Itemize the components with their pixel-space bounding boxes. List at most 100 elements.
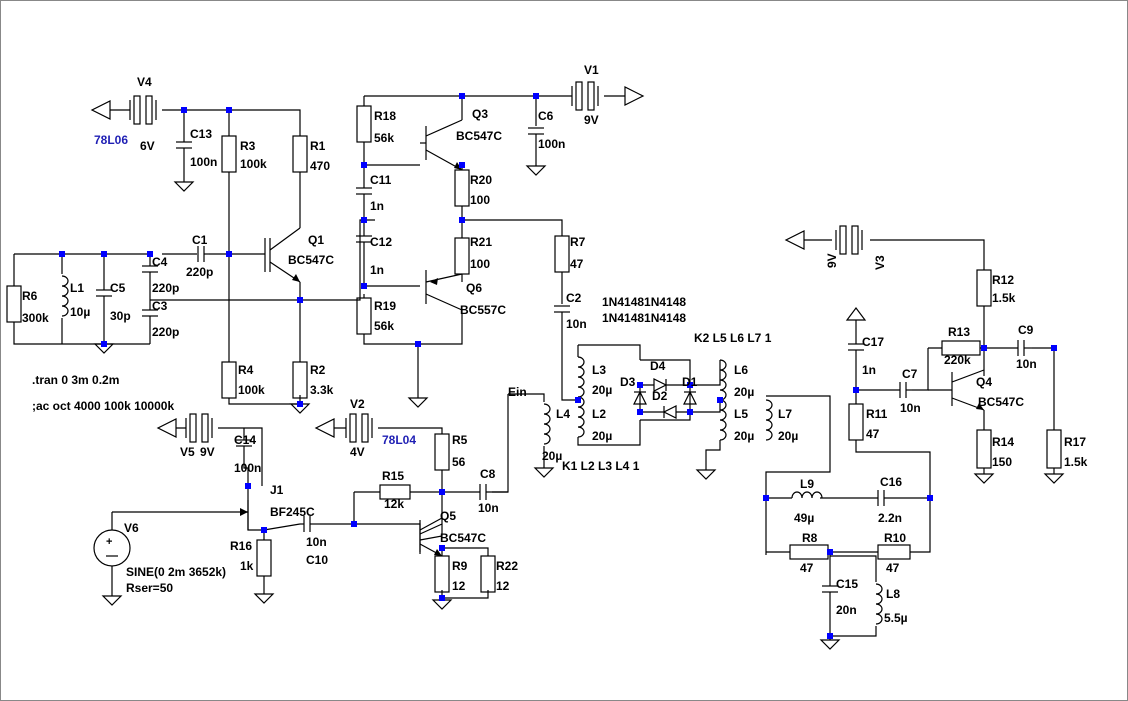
label-c6-value: 100n [538, 137, 565, 151]
label-l8: L8 [886, 587, 900, 601]
label-v2: V2 [350, 397, 365, 411]
label-c11-value: 1n [370, 199, 384, 213]
resistors [6, 105, 1062, 593]
label-c5: C5 [110, 281, 126, 295]
label-l2-value: 20µ [592, 429, 612, 443]
label-r1: R1 [310, 139, 326, 153]
label-c16-value: 2.2n [878, 511, 902, 525]
label-q5-model: BC547C [440, 531, 486, 545]
spice-ac-directive: ;ac oct 4000 100k 10000k [32, 399, 174, 413]
label-r2: R2 [310, 363, 326, 377]
label-j1-model: BF245C [270, 505, 315, 519]
label-r1-value: 470 [310, 159, 330, 173]
label-l4: L4 [556, 407, 570, 421]
label-q3: Q3 [472, 107, 488, 121]
label-r9-value: 12 [452, 579, 466, 593]
label-r21: R21 [470, 235, 492, 249]
label-r2-value: 3.3k [310, 383, 334, 397]
label-l2: L2 [592, 407, 606, 421]
label-j1: J1 [270, 483, 284, 497]
label-q1-model: BC547C [288, 253, 334, 267]
label-r19-value: 56k [374, 319, 394, 333]
label-q6: Q6 [466, 281, 482, 295]
label-v4: V4 [137, 75, 152, 89]
label-c8-value: 10n [478, 501, 499, 515]
label-r22: R22 [496, 559, 518, 573]
label-q4: Q4 [976, 375, 992, 389]
label-r3-value: 100k [240, 157, 267, 171]
label-c12: C12 [370, 235, 392, 249]
label-c9-value: 10n [1016, 357, 1037, 371]
label-v1-value: 9V [584, 113, 599, 127]
label-c1: C1 [192, 233, 208, 247]
junctions [59, 93, 1057, 639]
component-labels: V4 6V 78L06 C13 100n R3 100k R1 470 R18 … [22, 63, 1088, 625]
label-v5-value: 9V [200, 445, 215, 459]
label-d2: D2 [652, 389, 668, 403]
label-r22-value: 12 [496, 579, 510, 593]
label-k1: K1 L2 L3 L4 1 [562, 459, 640, 473]
label-k2: K2 L5 L6 L7 1 [694, 331, 772, 345]
label-r20-value: 100 [470, 193, 490, 207]
label-r6-value: 300k [22, 311, 49, 325]
supply-ports [90, 86, 867, 438]
label-r3: R3 [240, 139, 256, 153]
label-r18: R18 [374, 109, 396, 123]
label-c3-value: 220p [152, 325, 179, 339]
label-l4-value: 20µ [542, 449, 562, 463]
label-sine: SINE(0 2m 3652k) [126, 565, 226, 579]
label-c15: C15 [836, 577, 858, 591]
label-c4: C4 [152, 255, 168, 269]
label-c10-value: 10n [306, 535, 327, 549]
label-r20: R20 [470, 173, 492, 187]
label-q6-model: BC557C [460, 303, 506, 317]
label-c13-value: 100n [190, 155, 217, 169]
label-c15-value: 20n [836, 603, 857, 617]
label-c3: C3 [152, 299, 168, 313]
batteries [129, 81, 863, 443]
label-r5: R5 [452, 433, 468, 447]
label-r10: R10 [884, 531, 906, 545]
label-r12: R12 [992, 273, 1014, 287]
label-l8-value: 5.5µ [884, 611, 908, 625]
label-r19: R19 [374, 299, 396, 313]
label-q1: Q1 [308, 233, 324, 247]
label-l3-value: 20µ [592, 383, 612, 397]
label-v6: V6 [124, 521, 139, 535]
label-r10-value: 47 [886, 561, 900, 575]
label-d4: D4 [650, 359, 666, 373]
label-r18-value: 56k [374, 131, 394, 145]
label-r17-value: 1.5k [1064, 455, 1088, 469]
label-c17: C17 [862, 335, 884, 349]
label-q3-model: BC547C [456, 129, 502, 143]
label-l6-value: 20µ [734, 385, 754, 399]
label-l7: L7 [778, 407, 792, 421]
label-l5: L5 [734, 407, 748, 421]
sine-source-v6: + [93, 529, 131, 567]
label-c16: C16 [880, 475, 902, 489]
label-c2: C2 [566, 291, 582, 305]
label-r4: R4 [238, 363, 254, 377]
label-r4-value: 100k [238, 383, 265, 397]
label-c7-value: 10n [900, 401, 921, 415]
label-c4-value: 220p [152, 281, 179, 295]
diodes [633, 378, 697, 419]
label-v2-value: 4V [350, 445, 365, 459]
label-c1-value: 220p [186, 265, 213, 279]
label-r7: R7 [570, 235, 586, 249]
label-78l06: 78L06 [94, 133, 128, 147]
inductors [61, 275, 883, 625]
label-v5: V5 [180, 445, 195, 459]
label-l5-value: 20µ [734, 429, 754, 443]
label-r9: R9 [452, 559, 468, 573]
label-c14: C14 [234, 433, 256, 447]
label-ein: Ein [508, 385, 527, 399]
label-r11-value: 47 [866, 427, 880, 441]
capacitors [96, 127, 1032, 600]
label-r14: R14 [992, 435, 1014, 449]
label-r12-value: 1.5k [992, 291, 1016, 305]
label-l9: L9 [800, 477, 814, 491]
label-c7: C7 [902, 367, 918, 381]
label-d3: D3 [620, 375, 636, 389]
